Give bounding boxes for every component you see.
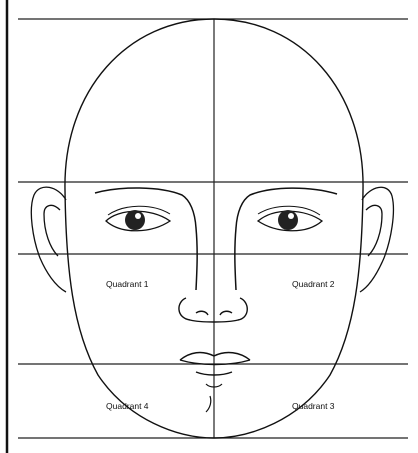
quadrant-2-label: Quadrant 2	[292, 279, 335, 289]
nose	[179, 298, 247, 322]
eyebrows	[95, 188, 337, 290]
left-ear	[31, 187, 66, 292]
quadrant-4-label: Quadrant 4	[106, 401, 149, 411]
quadrant-3-label: Quadrant 3	[292, 401, 335, 411]
right-pupil-highlight	[288, 213, 294, 219]
right-eyebrow	[235, 188, 337, 290]
right-iris	[278, 210, 298, 230]
right-eye	[258, 206, 322, 231]
quadrant-1-label: Quadrant 1	[106, 279, 149, 289]
left-eyebrow	[95, 188, 197, 290]
left-iris	[125, 210, 145, 230]
left-pupil-highlight	[135, 213, 141, 219]
left-eye	[106, 206, 170, 231]
right-ear	[360, 187, 393, 292]
